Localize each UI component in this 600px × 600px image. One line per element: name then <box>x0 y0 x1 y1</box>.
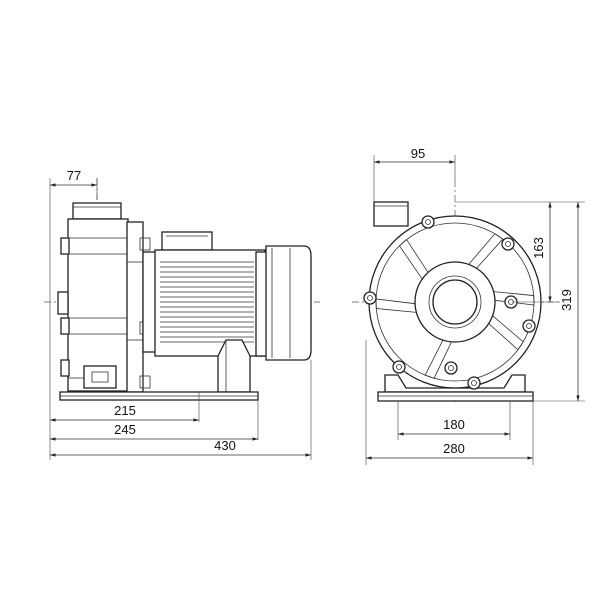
dim-inlet-offset-label: 77 <box>67 168 81 183</box>
dim-shaft-height: 163 <box>531 202 552 302</box>
side-motor-body <box>154 249 266 357</box>
flange-bolt <box>363 291 377 305</box>
dim-foot-180-label: 180 <box>443 417 465 432</box>
dim-outlet-offset: 95 <box>374 146 455 164</box>
dim-foot-280-label: 280 <box>443 441 465 456</box>
flange-bolt <box>501 237 515 251</box>
dim-foot-245-label: 245 <box>114 422 136 437</box>
dim-overall-height: 319 <box>559 202 580 401</box>
flange-bolt <box>421 215 435 229</box>
flange-bolt <box>522 319 536 333</box>
side-motor-foot <box>217 339 251 393</box>
dim-overall-height-label: 319 <box>559 289 574 311</box>
side-view: 77 215 245 430 <box>44 168 320 460</box>
side-terminal-box <box>161 231 213 251</box>
dim-inlet-offset: 77 <box>50 168 97 187</box>
dim-foot-180: 180 <box>398 417 510 436</box>
dim-shaft-height-label: 163 <box>531 237 546 259</box>
flange-bolt <box>392 360 406 374</box>
dim-foot-280: 280 <box>366 441 533 460</box>
dim-overall-length: 430 <box>50 438 311 457</box>
front-bolts <box>363 215 536 390</box>
dim-foot-215: 215 <box>50 403 199 422</box>
dim-outlet-offset-label: 95 <box>411 146 425 161</box>
flange-bolt <box>444 361 458 375</box>
side-pump-housing <box>57 218 129 392</box>
side-fan-cover <box>265 245 312 361</box>
side-inlet-pipe <box>72 202 122 220</box>
front-view: 95 163 319 180 280 <box>352 146 585 465</box>
side-flange <box>126 221 151 393</box>
flange-bolt <box>467 376 481 390</box>
dim-foot-245: 245 <box>50 422 258 441</box>
dim-foot-215-label: 215 <box>114 403 136 418</box>
dim-overall-length-label: 430 <box>214 438 236 453</box>
front-inlet-bore <box>432 279 478 325</box>
